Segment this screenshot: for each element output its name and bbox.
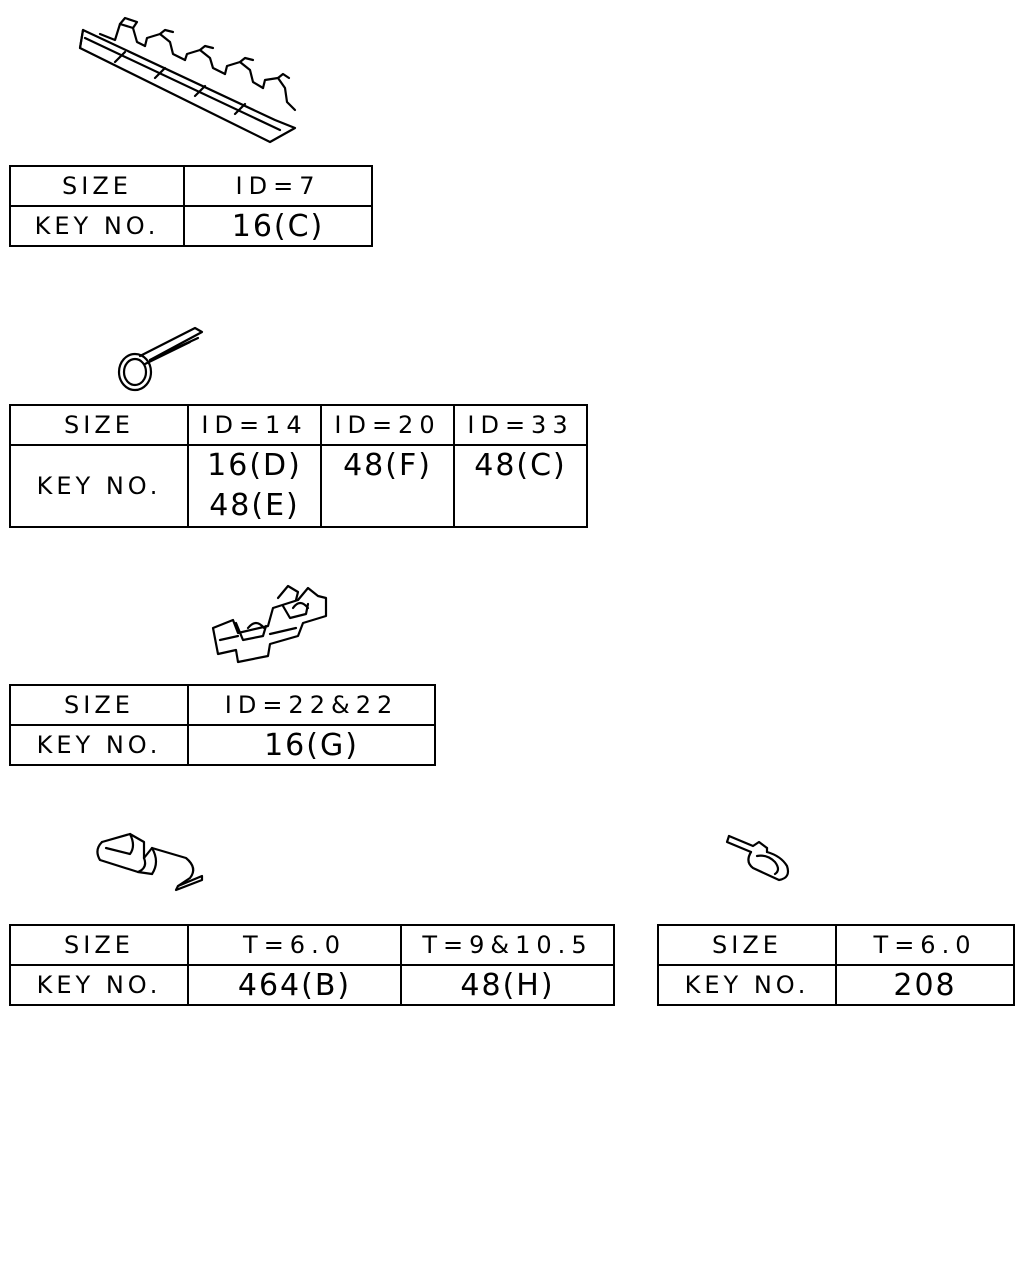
key-no-line: 48(C): [474, 448, 567, 483]
size-value: ID=22&22: [187, 684, 436, 726]
key-no-line: 48(F): [343, 448, 432, 483]
flat-wire-clip-drawing: [96, 832, 204, 892]
size-value: T=9&10.5: [400, 924, 615, 966]
spec-table-3: SIZE ID=22&22 KEY NO. 16(G): [9, 684, 436, 766]
spec-table-5: SIZE T=6.0 KEY NO. 208: [657, 924, 1015, 1006]
size-value: T=6.0: [835, 924, 1015, 966]
key-no-value: 16(C): [183, 205, 373, 247]
size-header: SIZE: [9, 684, 189, 726]
key-no-line: 16(D): [207, 448, 302, 483]
spec-table-1: SIZE ID=7 KEY NO. 16(C): [9, 165, 373, 247]
multi-clip-rail-drawing: [78, 16, 297, 144]
size-value: ID=33: [453, 404, 588, 446]
size-header: SIZE: [9, 924, 189, 966]
size-header: SIZE: [657, 924, 837, 966]
double-pipe-clip-drawing: [211, 584, 328, 664]
key-no-value: 208: [835, 964, 1015, 1006]
size-value: ID=14: [187, 404, 322, 446]
size-value: ID=20: [320, 404, 455, 446]
hook-clip-drawing: [725, 834, 790, 882]
key-no-header: KEY NO.: [9, 964, 189, 1006]
size-value: ID=7: [183, 165, 373, 207]
key-no-header: KEY NO.: [9, 444, 189, 528]
key-no-header: KEY NO.: [9, 205, 185, 247]
key-no-line: 48(E): [209, 488, 300, 523]
key-no-value: 16(D) 48(E): [187, 444, 322, 528]
spec-table-2: SIZE ID=14 ID=20 ID=33 KEY NO. 16(D) 48(…: [9, 404, 588, 528]
key-no-value: 16(G): [187, 724, 436, 766]
key-no-header: KEY NO.: [9, 724, 189, 766]
key-no-value: 48(F): [320, 444, 455, 528]
key-no-value: 464(B): [187, 964, 402, 1006]
spec-table-4: SIZE T=6.0 T=9&10.5 KEY NO. 464(B) 48(H): [9, 924, 615, 1006]
key-no-header: KEY NO.: [657, 964, 837, 1006]
key-no-value: 48(H): [400, 964, 615, 1006]
size-value: T=6.0: [187, 924, 402, 966]
key-no-value: 48(C): [453, 444, 588, 528]
size-header: SIZE: [9, 165, 185, 207]
size-header: SIZE: [9, 404, 189, 446]
band-clamp-drawing: [117, 326, 204, 392]
